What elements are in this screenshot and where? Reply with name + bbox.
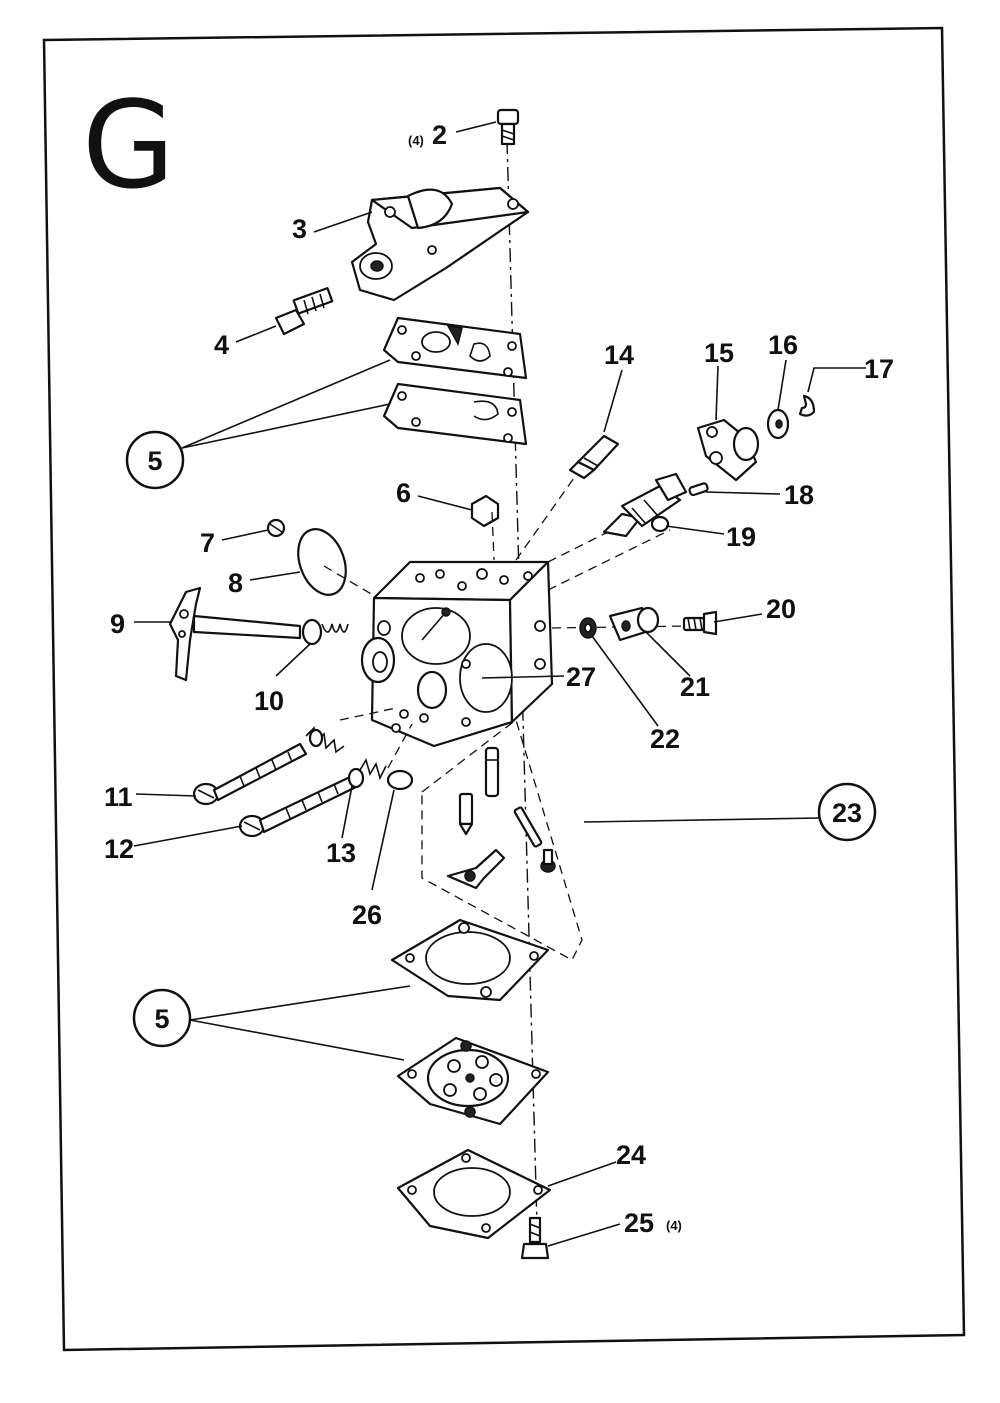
part-side-bolt	[682, 610, 718, 636]
callout-16: 16	[768, 330, 798, 360]
guide-idle-screw	[339, 707, 397, 721]
part-screw-top	[496, 108, 520, 146]
part-lever-screw	[540, 848, 556, 873]
callout-circle-23	[817, 782, 877, 842]
part-metering-cover	[396, 1148, 552, 1240]
part-small-screw	[688, 482, 709, 497]
callout-5-upper: 5	[147, 446, 162, 476]
callout-15: 15	[704, 338, 734, 368]
part-throttle-plate	[297, 528, 347, 596]
callout-7: 7	[200, 528, 215, 558]
callout-17: 17	[864, 354, 894, 384]
callout-2-qty: (4)	[408, 133, 424, 148]
part-plate-screw	[266, 518, 286, 538]
part-idle-mixture-screw	[192, 742, 308, 806]
part-throttle-shaft	[168, 586, 302, 682]
guide-needle-upper	[547, 505, 661, 563]
section-letter: G	[82, 77, 175, 216]
callout-2: 2	[432, 120, 447, 150]
part-metering-pin	[484, 746, 500, 798]
callout-20: 20	[766, 594, 796, 624]
part-bushing	[608, 606, 660, 642]
callout-14: 14	[604, 340, 634, 370]
callout-18: 18	[784, 480, 814, 510]
part-carburetor-body	[360, 560, 554, 748]
callout-8: 8	[228, 568, 243, 598]
part-side-spring	[579, 617, 597, 639]
part-gasket-pump-2	[382, 382, 528, 446]
part-screw-bottom	[520, 1216, 550, 1260]
part-choke-bracket	[696, 418, 760, 482]
part-inlet-needle	[458, 792, 474, 836]
part-metering-lever	[446, 848, 506, 890]
part-needle-valve-assembly	[602, 472, 688, 538]
guide-side-bolt	[551, 625, 691, 629]
plate-axis	[323, 565, 379, 599]
callout-5-lower: 5	[154, 1004, 169, 1034]
callout-19: 19	[726, 522, 756, 552]
part-diaphragm	[396, 1036, 550, 1126]
part-gasket-metering	[390, 918, 550, 1002]
callout-26: 26	[352, 900, 382, 930]
part-idle-screw-spring	[305, 726, 345, 754]
callout-circle-5-upper	[125, 430, 185, 490]
part-lever-pin	[513, 806, 543, 848]
callout-22: 22	[650, 724, 680, 754]
part-washer	[766, 408, 790, 440]
callout-25: 25	[624, 1208, 654, 1238]
part-high-screw-spring	[347, 758, 387, 789]
metering-kit-outline	[421, 718, 583, 961]
guide-needle-14	[515, 477, 575, 561]
callout-11: 11	[104, 782, 133, 812]
part-shaft-spring	[301, 618, 349, 646]
part-pump-cover	[350, 186, 530, 302]
part-e-clip	[798, 394, 816, 417]
callout-9: 9	[110, 609, 125, 639]
callout-6: 6	[396, 478, 411, 508]
guide-nut	[491, 511, 495, 561]
callout-3: 3	[292, 214, 307, 244]
callout-13: 13	[326, 838, 356, 868]
callout-10: 10	[254, 686, 284, 716]
guide-high-screw	[387, 723, 413, 769]
callout-27: 27	[566, 662, 596, 692]
callout-circle-5-lower	[132, 988, 192, 1048]
part-gasket-pump-1	[382, 316, 528, 380]
leader-lines	[133, 121, 866, 1247]
callout-4: 4	[214, 330, 229, 360]
callout-12: 12	[104, 834, 134, 864]
guide-needle-lower	[547, 529, 671, 591]
part-high-mixture-screw	[238, 774, 360, 838]
part-welch-plug	[386, 769, 414, 791]
callout-23: 23	[832, 798, 862, 828]
callout-24: 24	[616, 1140, 646, 1170]
part-fuel-fitting	[274, 287, 334, 336]
part-metering-needle	[568, 434, 620, 480]
page-frame	[42, 26, 966, 1352]
part-nut	[470, 494, 500, 528]
callout-21: 21	[680, 672, 710, 702]
callout-25-qty: (4)	[666, 1218, 682, 1233]
